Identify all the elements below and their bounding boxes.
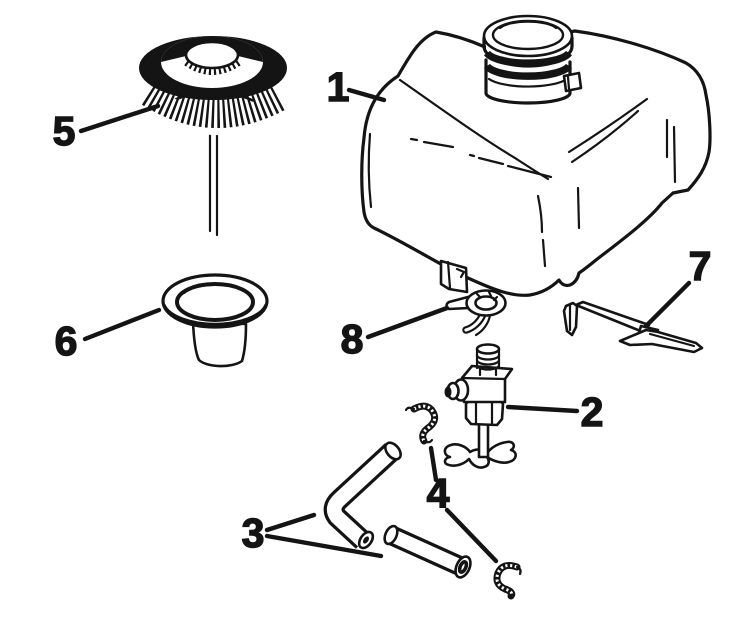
callout-2-label: 2	[581, 389, 604, 435]
callout-3-label: 3	[242, 510, 265, 556]
callout-6: 6	[54, 307, 162, 365]
leader-line-5	[78, 103, 161, 134]
callouts: 1 2 3 4 5 6 7 8	[52, 63, 712, 564]
leader-line-4	[428, 445, 499, 564]
callout-1-label: 1	[327, 64, 350, 110]
leader-line-2	[505, 404, 580, 414]
leader-line-1	[346, 87, 387, 103]
leader-line-6	[82, 307, 162, 342]
callout-5: 5	[52, 103, 161, 155]
part-elbow-hose	[323, 441, 402, 550]
callout-2: 2	[505, 388, 604, 436]
part-wire-retainer-clamp	[445, 289, 507, 337]
callout-8: 8	[340, 305, 450, 363]
callout-8-label: 8	[341, 316, 364, 362]
part-hose-clamp-upper	[404, 402, 439, 445]
callout-4-label: 4	[427, 470, 450, 516]
leader-line-3	[264, 512, 384, 559]
callout-7-label: 7	[689, 243, 712, 289]
part-hose-clamp-lower	[493, 562, 522, 600]
leader-line-7	[643, 280, 692, 329]
part-shutoff-valve	[443, 343, 517, 469]
callout-3: 3	[241, 509, 384, 559]
callout-1: 1	[326, 63, 387, 111]
callout-6-label: 6	[55, 318, 78, 364]
leader-line-8	[365, 305, 450, 340]
part-fuel-gauge-cap	[139, 36, 287, 255]
callout-7: 7	[643, 242, 712, 329]
callout-5-label: 5	[53, 108, 76, 154]
part-filter-cup	[161, 273, 269, 368]
part-fuel-tank	[360, 14, 712, 297]
part-straight-hose	[383, 524, 472, 579]
part-mounting-bracket	[562, 300, 704, 354]
callout-4: 4	[426, 445, 499, 564]
